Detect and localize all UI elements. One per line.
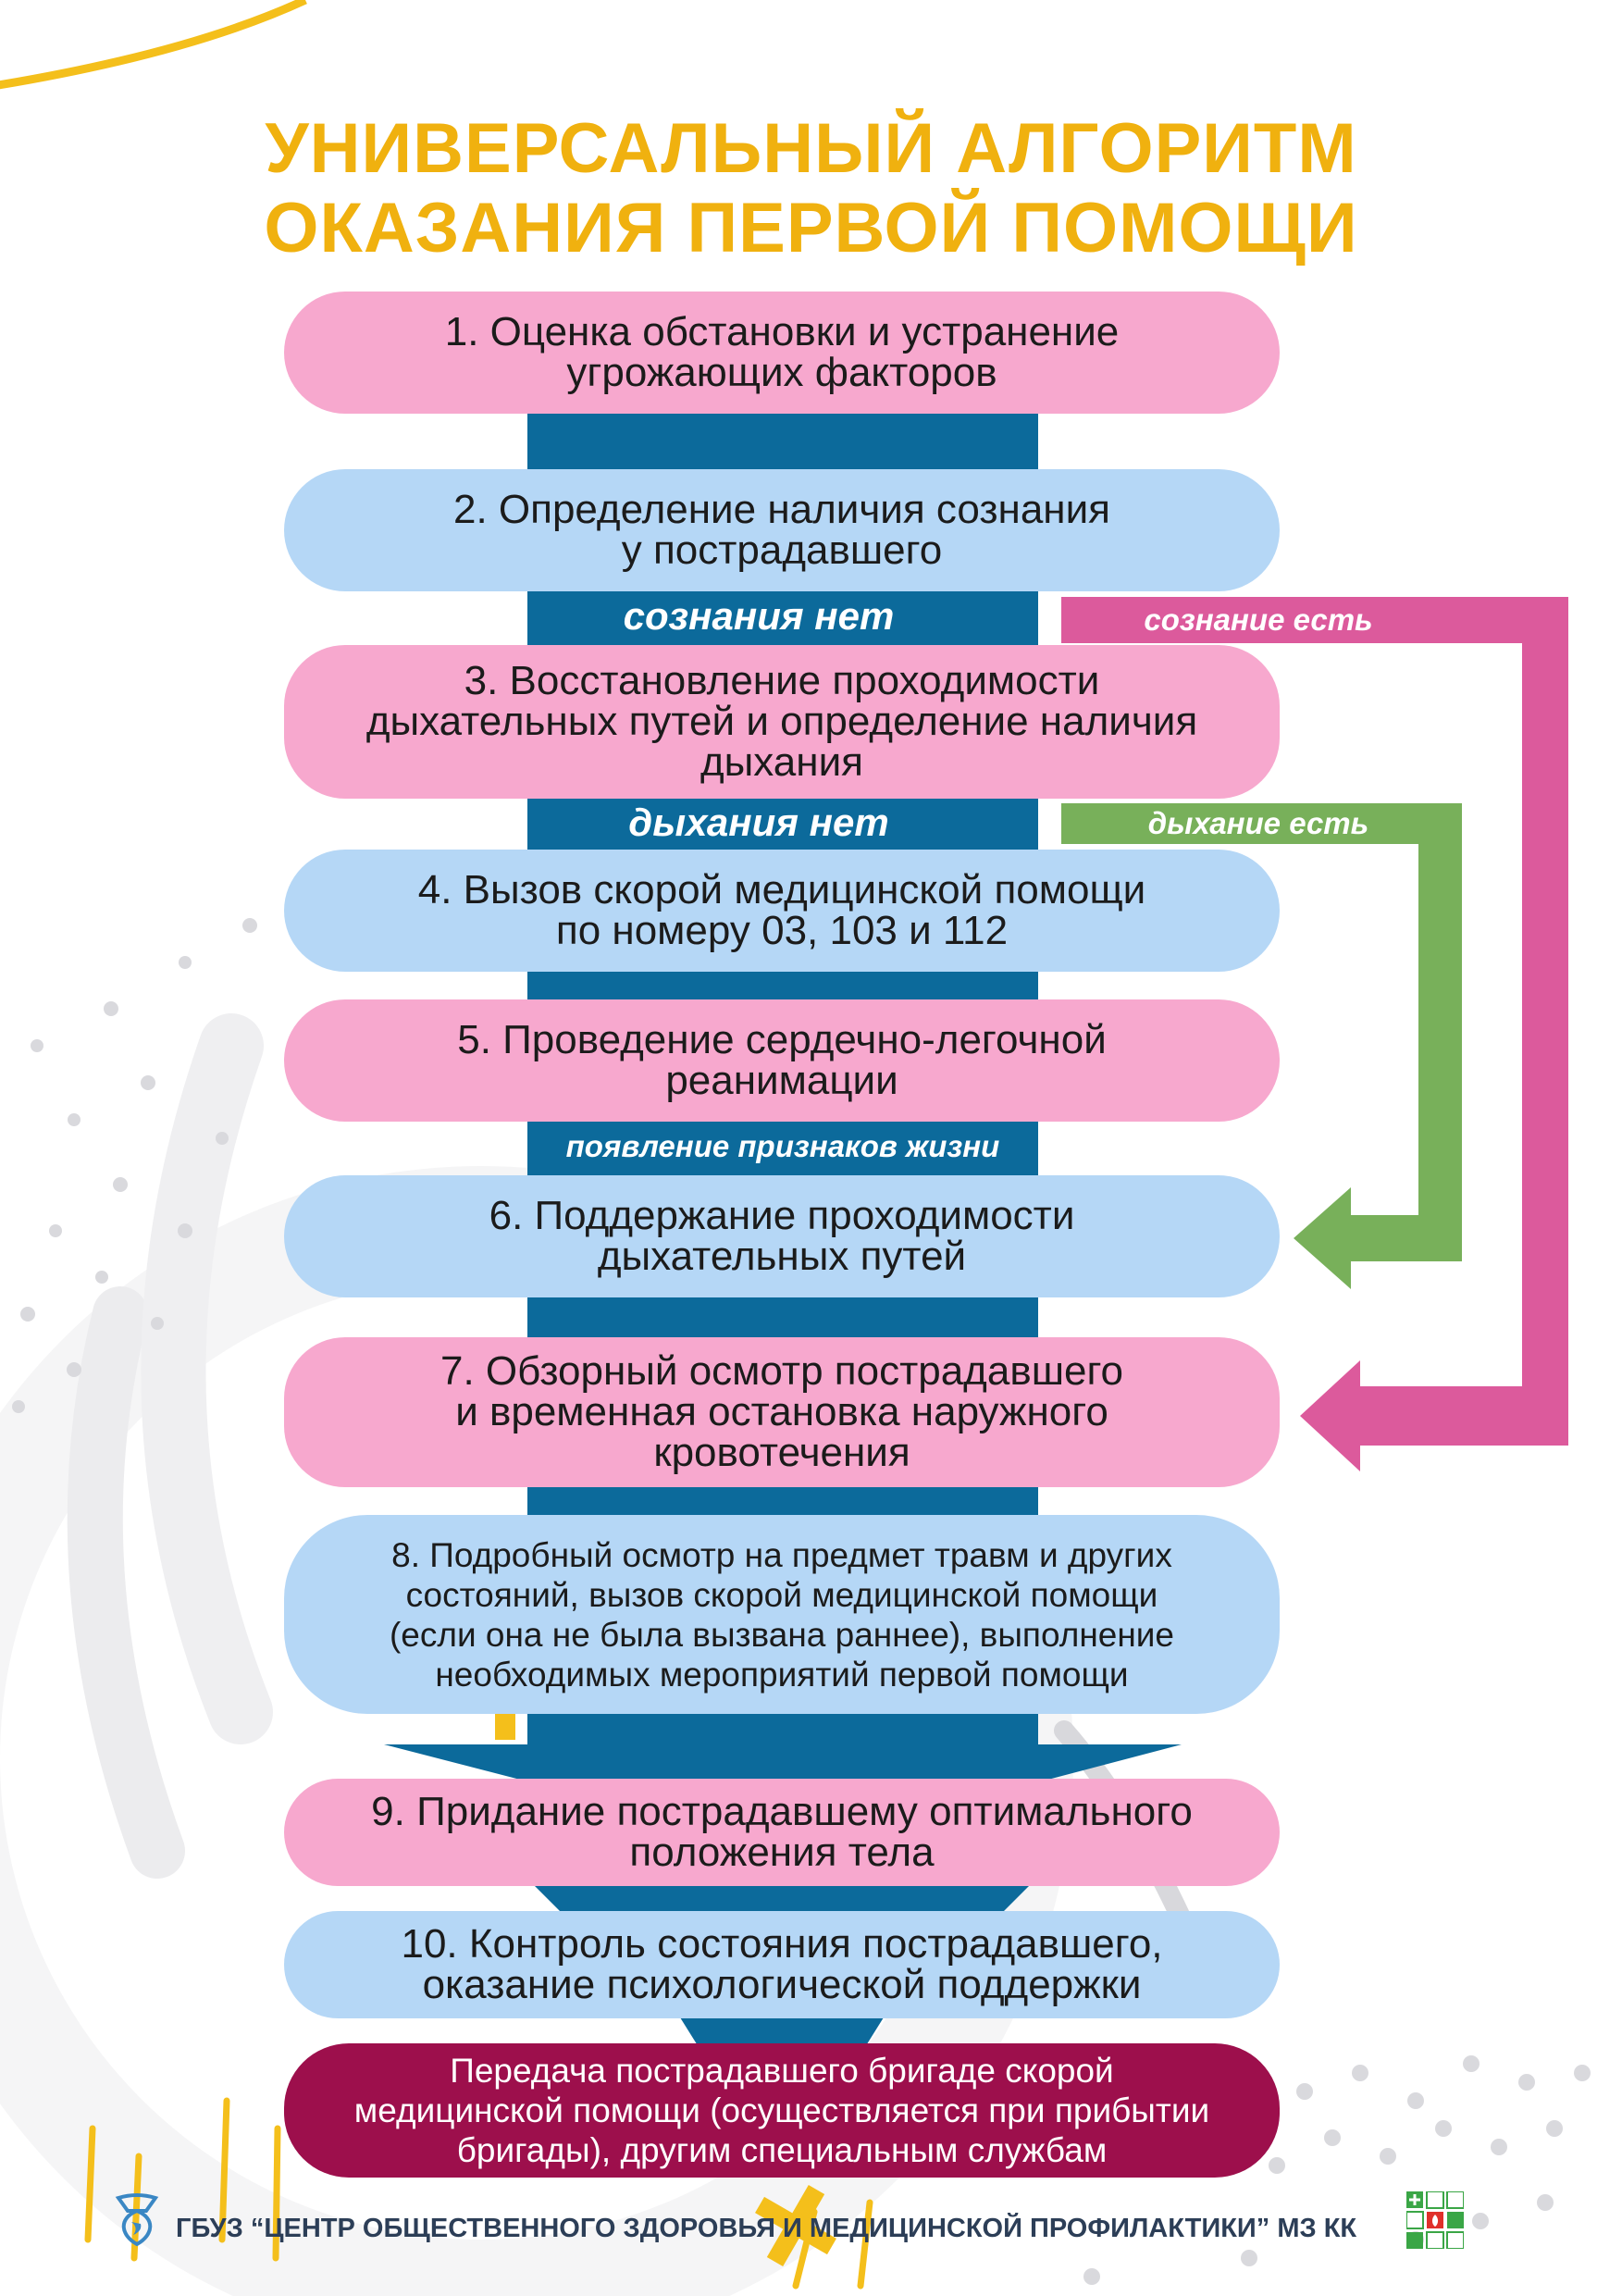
step-4-line-2: по номеру 03, 103 и 112: [555, 908, 1009, 953]
connector-1-2: [527, 412, 1038, 474]
step-5-box: 5. Проведение сердечно-легочной реанимац…: [284, 999, 1280, 1122]
step-4-box: 4. Вызов скорой медицинской помощи по но…: [284, 850, 1280, 972]
step-2-line-1: 2. Определение наличия сознания: [452, 487, 1111, 532]
step-6-line-1: 6. Поддержание проходимости: [489, 1193, 1075, 1238]
step-1-box: 1. Оценка обстановки и устранение угрожа…: [284, 292, 1280, 414]
health-icons-logo-icon: [1406, 2191, 1464, 2249]
step-5-line-1: 5. Проведение сердечно-легочной: [457, 1017, 1107, 1062]
step-7-line-1: 7. Обзорный осмотр пострадавшего: [440, 1348, 1124, 1394]
step-3-line-2: дыхательных путей и определение наличия: [365, 699, 1198, 744]
step-7-box: 7. Обзорный осмотр пострадавшего и време…: [284, 1337, 1280, 1487]
label-consciousness-present: сознание есть: [1144, 602, 1373, 637]
step-10-line-1: 10. Контроль состояния пострадавшего,: [401, 1921, 1163, 1967]
step-1-line-1: 1. Оценка обстановки и устранение: [444, 309, 1120, 354]
connector-9-arrowhead: [384, 1744, 1182, 1781]
connector-3-4: [527, 798, 1038, 851]
step-9-box: 9. Придание пострадавшему оптимального п…: [284, 1779, 1280, 1886]
connector-8-9: [527, 1712, 1038, 1749]
step-8-box: 8. Подробный осмотр на предмет травм и д…: [284, 1515, 1280, 1714]
connector-5-6: [527, 1120, 1038, 1175]
step-9-line-2: положения тела: [629, 1830, 935, 1875]
step-8-line-3: (если она не была вызвана раннее), выпол…: [389, 1615, 1175, 1654]
connector-2-3: [527, 590, 1038, 646]
step-8-line-2: состояний, вызов скорой медицинской помо…: [405, 1575, 1158, 1614]
final-step-line-3: бригады), другим специальным службам: [456, 2131, 1108, 2169]
page-title: УНИВЕРСАЛЬНЫЙ АЛГОРИТМ ОКАЗАНИЯ ПЕРВОЙ П…: [0, 109, 1622, 268]
step-2-line-2: у пострадавшего: [621, 527, 943, 573]
step-5-line-2: реанимации: [665, 1058, 898, 1103]
step-3-box: 3. Восстановление проходимости дыхательн…: [284, 645, 1280, 799]
breathing-branch-arrow: [1061, 803, 1462, 1289]
connector-10-final: [680, 2017, 884, 2047]
label-no-consciousness: сознания нет: [623, 594, 895, 638]
step-1-line-2: угрожающих факторов: [566, 350, 997, 395]
step-4-line-1: 4. Вызов скорой медицинской помощи: [417, 867, 1146, 912]
step-7-line-2: и временная остановка наружного: [455, 1389, 1108, 1434]
step-3-line-1: 3. Восстановление проходимости: [464, 658, 1100, 703]
connector-6-7: [527, 1296, 1038, 1342]
step-7-line-3: кровотечения: [653, 1430, 910, 1475]
step-8-line-1: 8. Подробный осмотр на предмет травм и д…: [391, 1535, 1172, 1574]
step-6-box: 6. Поддержание проходимости дыхательных …: [284, 1175, 1280, 1297]
label-no-breathing: дыхания нет: [628, 800, 889, 844]
step-9-line-1: 9. Придание пострадавшему оптимального: [371, 1789, 1193, 1834]
label-breathing-present: дыхание есть: [1147, 806, 1369, 840]
final-step-box: Передача пострадавшего бригаде скорой ме…: [284, 2043, 1280, 2178]
footer-organization: ГБУЗ “ЦЕНТР ОБЩЕСТВЕННОГО ЗДОРОВЬЯ И МЕД…: [176, 2214, 1357, 2243]
step-10-box: 10. Контроль состояния пострадавшего, ок…: [284, 1911, 1280, 2018]
medical-center-logo-icon: [115, 2193, 159, 2247]
title-line-1: УНИВЕРСАЛЬНЫЙ АЛГОРИТМ: [265, 109, 1357, 188]
title-line-2: ОКАЗАНИЯ ПЕРВОЙ ПОМОЩИ: [264, 189, 1358, 267]
step-3-line-3: дыхания: [700, 739, 863, 785]
step-10-line-2: оказание психологической поддержки: [422, 1962, 1142, 2007]
label-signs-of-life: появление признаков жизни: [565, 1129, 1000, 1163]
step-6-line-2: дыхательных путей: [597, 1234, 967, 1279]
final-step-line-2: медицинской помощи (осуществляется при п…: [353, 2091, 1210, 2129]
final-step-line-1: Передача пострадавшего бригаде скорой: [450, 2052, 1114, 2090]
connector-9-10: [532, 1883, 1032, 1916]
step-2-box: 2. Определение наличия сознания у постра…: [284, 469, 1280, 591]
step-8-line-4: необходимых мероприятий первой помощи: [435, 1655, 1129, 1694]
